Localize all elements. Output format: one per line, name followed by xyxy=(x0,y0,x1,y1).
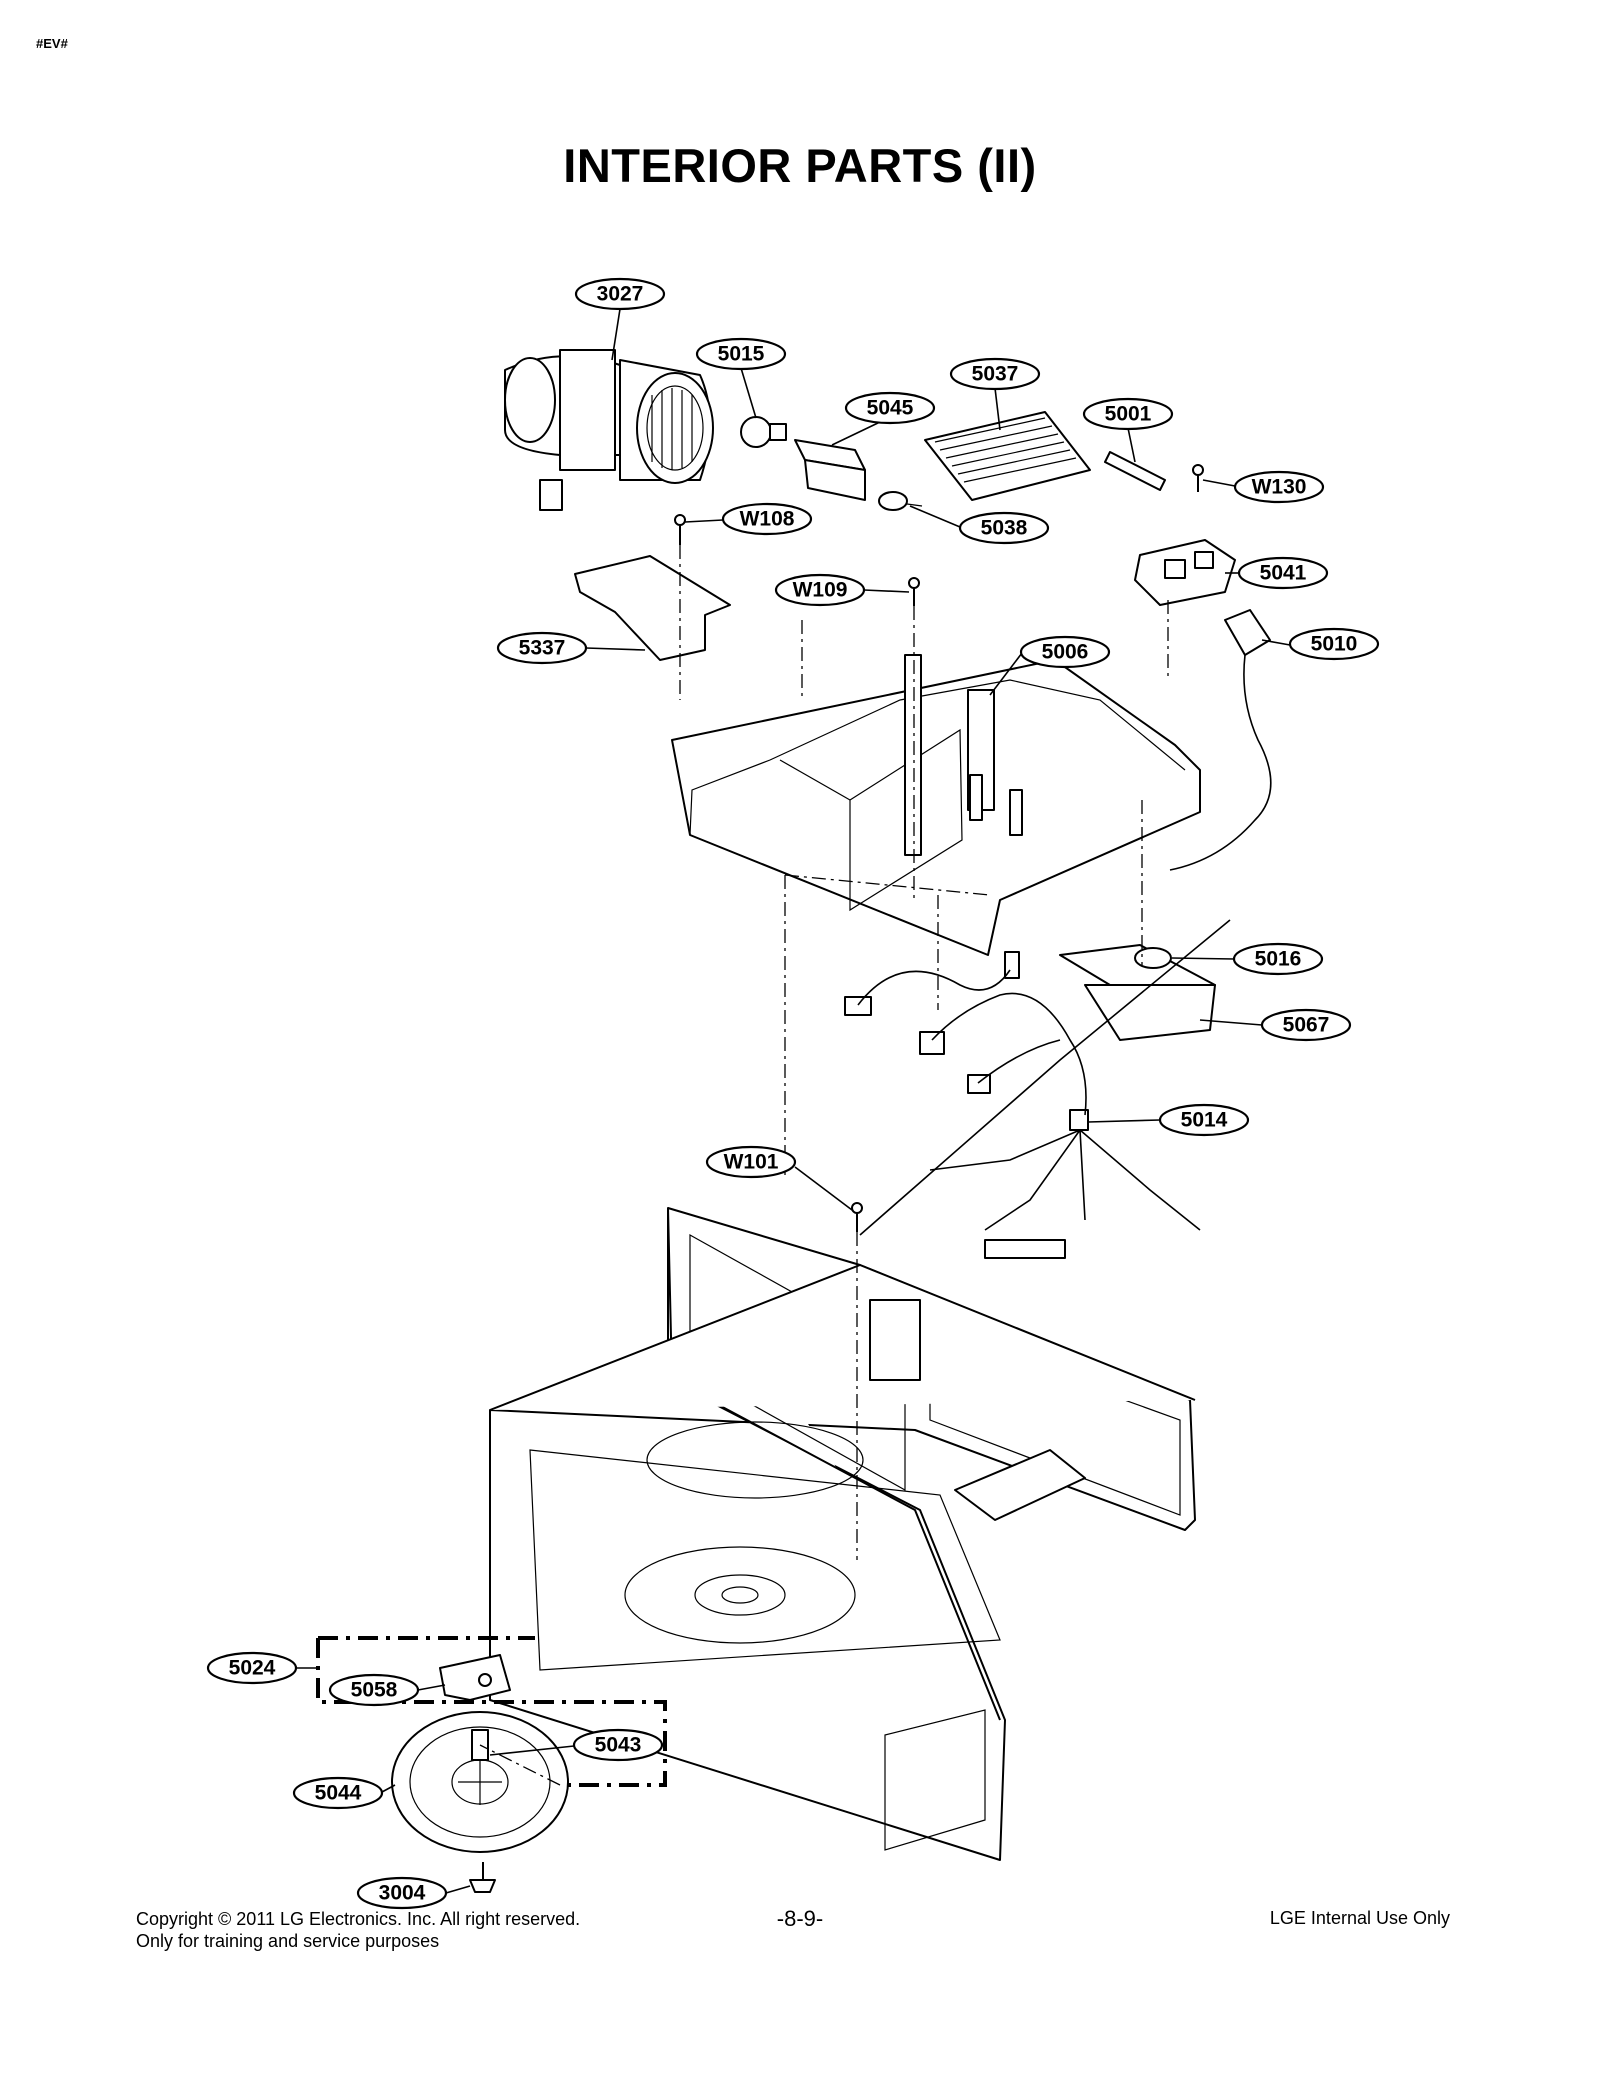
svg-text:W108: W108 xyxy=(740,508,795,531)
svg-text:5044: 5044 xyxy=(315,1782,362,1805)
callout-labels: 3027 5015 5037 5045 5001 W130 W108 5038 … xyxy=(206,277,1380,1910)
callout-5041: 5041 xyxy=(1237,556,1329,590)
lamp-socket-part xyxy=(878,491,923,511)
foot-screw-part xyxy=(469,1862,496,1893)
svg-text:5006: 5006 xyxy=(1042,641,1089,664)
callout-5001: 5001 xyxy=(1082,397,1174,431)
coupler-assembly-frame xyxy=(316,1636,667,1787)
copyright-text: Copyright © 2011 LG Electronics. Inc. Al… xyxy=(136,1909,581,1929)
svg-text:5067: 5067 xyxy=(1283,1014,1330,1037)
svg-text:5015: 5015 xyxy=(718,343,765,366)
footer-copyright: Copyright © 2011 LG Electronics. Inc. Al… xyxy=(136,1908,580,1952)
svg-text:5001: 5001 xyxy=(1105,403,1152,426)
callout-5015: 5015 xyxy=(695,337,787,371)
svg-text:5037: 5037 xyxy=(972,363,1019,386)
screw-w130 xyxy=(1192,464,1204,492)
svg-text:5337: 5337 xyxy=(519,637,566,660)
callout-5043: 5043 xyxy=(572,1728,664,1762)
callout-3004: 3004 xyxy=(356,1876,448,1910)
callout-5044: 5044 xyxy=(292,1776,384,1810)
document-tag: #EV# xyxy=(36,36,68,51)
svg-text:5014: 5014 xyxy=(1181,1109,1228,1132)
callout-5067: 5067 xyxy=(1260,1008,1352,1042)
svg-text:5058: 5058 xyxy=(351,1679,398,1702)
noise-filter-board-part xyxy=(1134,539,1236,606)
callout-3027: 3027 xyxy=(574,277,666,311)
callout-5037: 5037 xyxy=(949,357,1041,391)
insulation-sheet-part xyxy=(574,555,731,661)
svg-text:3027: 3027 xyxy=(597,283,644,306)
svg-text:W109: W109 xyxy=(793,579,848,602)
charcoal-filter-part xyxy=(924,411,1091,501)
callout-5010: 5010 xyxy=(1288,627,1380,661)
air-guide-part xyxy=(671,654,1201,956)
svg-text:3004: 3004 xyxy=(379,1882,426,1905)
callout-w101: W101 xyxy=(705,1145,797,1179)
screw-w109 xyxy=(908,577,920,606)
lamp-part xyxy=(740,416,787,448)
callout-5014: 5014 xyxy=(1158,1103,1250,1137)
callout-w130: W130 xyxy=(1233,470,1325,504)
alignment-lines xyxy=(479,545,1169,1786)
lamp-holder-part xyxy=(794,439,866,501)
cavity-assembly-part xyxy=(489,1207,1196,1861)
page-title: INTERIOR PARTS (II) xyxy=(563,139,1037,192)
callout-5024: 5024 xyxy=(206,1651,298,1685)
purpose-text: Only for training and service purposes xyxy=(136,1931,440,1951)
callout-5006: 5006 xyxy=(1019,635,1111,669)
svg-text:5043: 5043 xyxy=(595,1734,642,1757)
callout-5337: 5337 xyxy=(496,631,588,665)
blower-motor-part xyxy=(504,349,714,511)
callout-5045: 5045 xyxy=(844,391,936,425)
turntable-motor-part xyxy=(391,1711,569,1853)
internal-use-note: LGE Internal Use Only xyxy=(1269,1908,1450,1928)
callout-w109: W109 xyxy=(774,573,866,607)
callout-5038: 5038 xyxy=(958,511,1050,545)
callout-w108: W108 xyxy=(721,502,813,536)
svg-text:5010: 5010 xyxy=(1311,633,1358,656)
page-number: -8-9- xyxy=(776,1906,824,1931)
svg-text:5041: 5041 xyxy=(1260,562,1307,585)
wire-harness-part xyxy=(844,919,1231,1259)
screw-w101 xyxy=(851,1202,863,1232)
thermostat-bracket-part xyxy=(1059,944,1216,1041)
coupler-part xyxy=(439,1654,511,1701)
callout-5058: 5058 xyxy=(328,1673,420,1707)
power-cord-part xyxy=(1169,609,1272,871)
screw-w108 xyxy=(674,514,686,545)
fuse-part xyxy=(1104,451,1166,491)
svg-text:5024: 5024 xyxy=(229,1657,276,1680)
svg-text:W130: W130 xyxy=(1252,476,1307,499)
svg-text:5045: 5045 xyxy=(867,397,914,420)
svg-text:W101: W101 xyxy=(724,1151,779,1174)
callout-5016: 5016 xyxy=(1232,942,1324,976)
svg-text:5016: 5016 xyxy=(1255,948,1302,971)
svg-text:5038: 5038 xyxy=(981,517,1028,540)
